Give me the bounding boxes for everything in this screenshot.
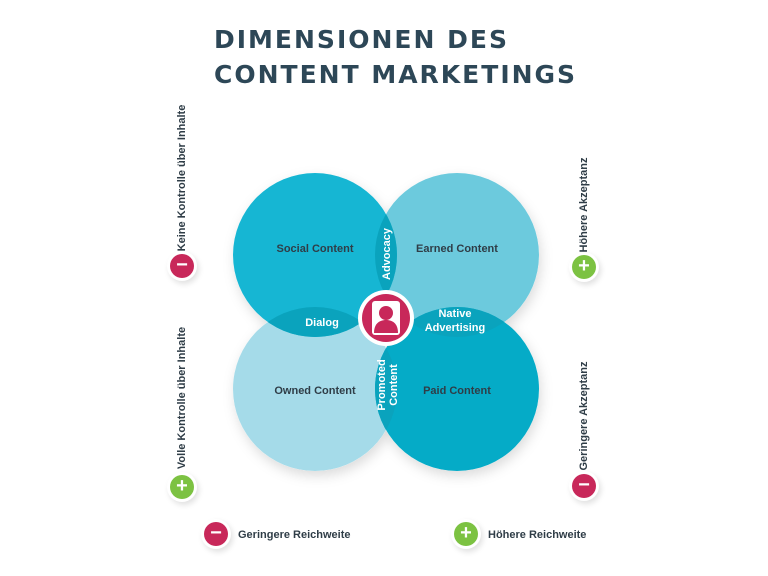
social-content-circle <box>233 173 397 337</box>
label-keine-kontrolle: Keine Kontrolle über Inhalte <box>176 104 188 252</box>
minus-icon: − <box>204 522 228 546</box>
page-title: DIMENSIONEN DES CONTENT MARKETINGS <box>214 22 577 92</box>
dialog-label: Dialog <box>305 317 339 329</box>
plus-icon: + <box>170 475 194 499</box>
paid-content-label: Paid Content <box>423 385 491 397</box>
owned-content-label: Owned Content <box>274 385 356 397</box>
label-geringere-reichweite: Geringere Reichweite <box>238 529 351 541</box>
minus-icon: − <box>572 474 596 498</box>
owned-content-circle <box>233 307 397 471</box>
minus-icon: − <box>170 254 194 278</box>
earned-content-label: Earned Content <box>416 243 498 255</box>
plus-icon: + <box>454 522 478 546</box>
promoted-content-label-line-2: Content <box>388 364 400 406</box>
native-advertising-label-line-1: Native <box>438 308 471 320</box>
label-hoehere-reichweite: Höhere Reichweite <box>488 529 587 541</box>
earned-content-circle <box>375 173 539 337</box>
paid-content-circle <box>375 307 539 471</box>
title-line-1: DIMENSIONEN DES <box>214 25 509 54</box>
advocacy-label: Advocacy <box>381 227 393 280</box>
native-advertising-label-line-2: Advertising <box>425 322 486 334</box>
user-icon <box>358 290 414 346</box>
label-hoehere-akzeptanz: Höhere Akzeptanz <box>578 157 590 253</box>
title-line-2: CONTENT MARKETINGS <box>214 60 578 89</box>
promoted-content-label-line-1: Promoted <box>376 359 388 410</box>
plus-icon: + <box>572 255 596 279</box>
label-volle-kontrolle: Volle Kontrolle über Inhalte <box>176 326 188 470</box>
social-content-label: Social Content <box>276 243 353 255</box>
label-geringere-akzeptanz: Geringere Akzeptanz <box>578 361 590 471</box>
